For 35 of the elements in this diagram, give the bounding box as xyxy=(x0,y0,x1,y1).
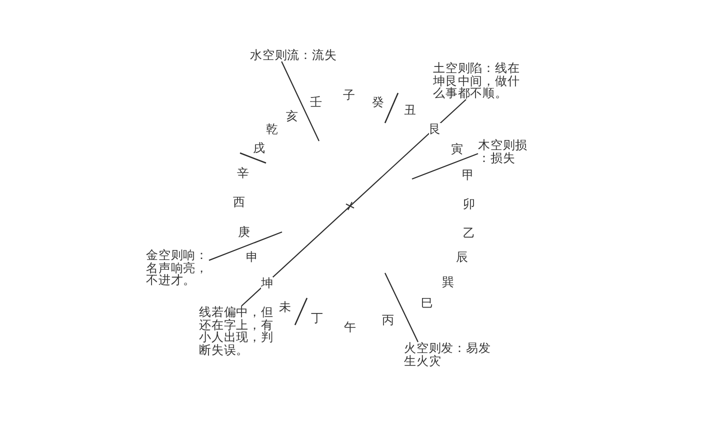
direction-label: 丁 xyxy=(311,312,323,324)
direction-label: 辛 xyxy=(237,166,249,180)
direction-label: 癸 xyxy=(372,96,384,108)
annotation-text: 线若偏中，但还在字上，有小人出现，判断失误。 xyxy=(199,306,274,356)
direction-label: 卯 xyxy=(463,198,475,210)
leader-line xyxy=(384,272,418,342)
leader-line xyxy=(208,231,282,261)
annotation-text: 金空则响：名声响亮，不进才。 xyxy=(146,249,209,286)
annotation-text: 火空则发：易发生火灾 xyxy=(404,342,492,367)
direction-label: 庚 xyxy=(238,226,250,238)
direction-label: 西 xyxy=(233,196,245,208)
direction-label: 午 xyxy=(344,320,356,334)
direction-label: 乾 xyxy=(266,122,278,136)
direction-label: 申 xyxy=(246,250,258,264)
direction-label: 甲 xyxy=(462,168,474,182)
direction-label: 寅 xyxy=(451,142,463,156)
direction-label: 壬 xyxy=(310,96,322,108)
direction-label: 巽 xyxy=(442,276,454,288)
annotation-text: 土空则陷：线在坤艮中间，做什么事都不顺。 xyxy=(433,62,521,100)
direction-label: 辰 xyxy=(456,250,468,264)
leader-line xyxy=(281,61,320,142)
direction-label: 丑 xyxy=(404,104,416,116)
direction-label: 未 xyxy=(279,300,291,314)
leader-line xyxy=(412,153,478,180)
direction-label: 子 xyxy=(343,88,355,102)
direction-label: 丙 xyxy=(382,314,394,326)
annotation-text: 木空则损：损失 xyxy=(478,139,529,164)
direction-label: 艮 xyxy=(429,122,441,136)
direction-label: 戌 xyxy=(253,142,265,154)
dividing-line xyxy=(241,99,466,306)
direction-label: 亥 xyxy=(286,110,298,122)
annotation-text: 水空则流：流失 xyxy=(250,49,338,62)
direction-label: 巳 xyxy=(421,296,433,310)
direction-label: 坤 xyxy=(261,276,273,290)
direction-label: 乙 xyxy=(463,226,475,240)
